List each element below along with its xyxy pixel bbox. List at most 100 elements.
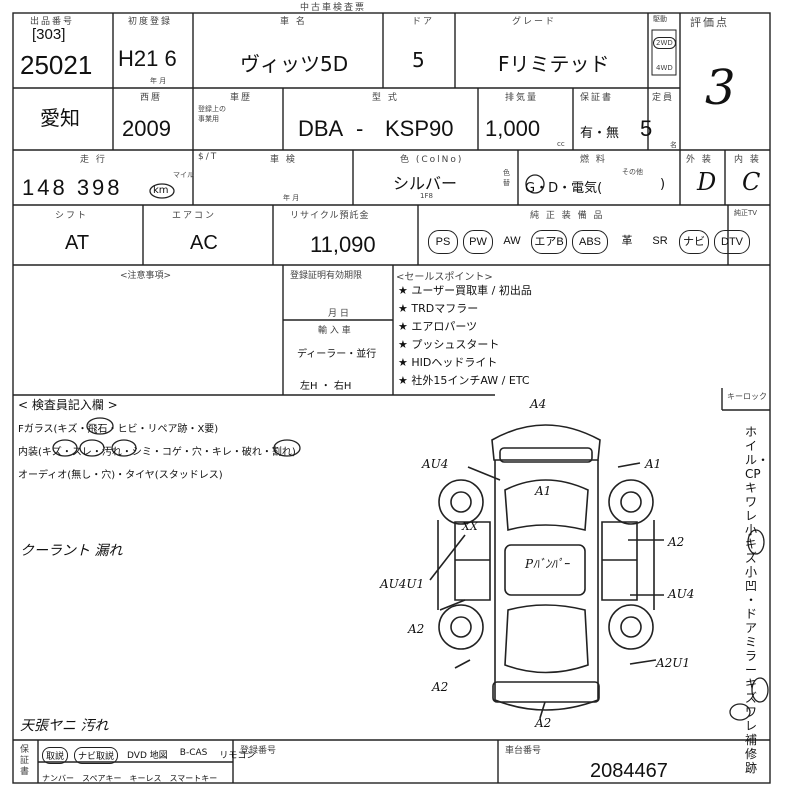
lot-prefix: [303] xyxy=(32,26,66,43)
exterior-label: 外 装 xyxy=(686,155,713,165)
importer: ディーラー・並行 xyxy=(297,349,377,360)
equipment-label: 純 正 装 備 品 xyxy=(530,211,605,221)
displacement: 1,000 xyxy=(485,116,541,141)
exterior: D xyxy=(697,168,717,196)
year-month-unit: 年 月 xyxy=(150,77,167,85)
sales-points: ★ ユーザー買取車 / 初出品★ TRDマフラー★ エアロパーツ★ プッシュスタ… xyxy=(398,282,532,388)
fuel-close: ) xyxy=(660,177,666,192)
model-name-label: 車 名 xyxy=(280,17,307,27)
footer-item: ナビ取説 xyxy=(74,747,119,764)
recycle: 11,090 xyxy=(310,232,376,257)
mileage: 148 398 xyxy=(22,175,123,200)
sales-point: ★ HIDヘッドライト xyxy=(398,356,498,369)
chassis-no: 2084467 xyxy=(590,760,668,782)
seats: 5 xyxy=(640,116,653,141)
recycle-label: リサイクル預託金 xyxy=(290,211,370,221)
drive-4wd: 4WD xyxy=(656,64,673,72)
equipment-item: PW xyxy=(463,230,493,254)
equipment-item: ナビ xyxy=(679,230,709,254)
color: シルバー xyxy=(393,174,458,193)
mark-a2u1: A2U1 xyxy=(656,656,691,670)
equipment-item: ABS xyxy=(572,230,608,254)
equipment-item: AW xyxy=(503,235,521,247)
sales-label: <セールスポイント> xyxy=(396,272,493,283)
equipment-item: エアB xyxy=(531,230,567,254)
mark-a2-right: A2 xyxy=(668,535,685,549)
key-label: キーロック xyxy=(727,392,767,401)
equipment-item: 革 xyxy=(621,235,633,247)
seats-unit: 名 xyxy=(670,141,677,149)
year-label: 西暦 xyxy=(140,93,163,103)
inspection-section-label: < 検査員記入欄 > xyxy=(18,398,118,412)
footer-item: DVD 地図 xyxy=(127,751,168,761)
model-name: ヴィッツ5D xyxy=(240,52,349,76)
footer-items-row1: 取説ナビ取説 DVD 地図 B-CAS リモコン xyxy=(42,744,258,764)
top-note: 中古車検査票 xyxy=(300,3,367,13)
year: 2009 xyxy=(122,116,171,141)
mark-a2-bottom: A2 xyxy=(535,716,552,730)
footer-item: 取説 xyxy=(42,747,69,764)
first-reg-label: 初度登録 xyxy=(128,17,173,27)
hand-circles xyxy=(52,174,769,721)
inspection-ym: 年 月 xyxy=(283,194,300,202)
sales-point: ★ エアロパーツ xyxy=(398,320,478,333)
footer-item: リモコン xyxy=(219,751,256,761)
model-code-label: 型 式 xyxy=(372,93,399,103)
shift: AT xyxy=(65,232,90,254)
mark-a2-left: A2 xyxy=(408,622,425,636)
chassis-note: 登録上の 事業用 xyxy=(198,105,226,123)
car-diagram xyxy=(429,424,664,719)
mark-a1-right: A1 xyxy=(645,457,662,471)
mark-au4-right: AU4 xyxy=(668,587,695,601)
mark-au4-front: AU4 xyxy=(422,457,449,471)
reg-expiry-label: 登録証明有効期限 xyxy=(290,271,363,281)
equipment-item: DTV xyxy=(714,230,750,254)
mileage-label: 走 行 xyxy=(80,155,107,165)
mileage-unit-mile: マイル xyxy=(173,171,194,179)
displacement-label: 排気量 xyxy=(505,93,539,103)
shift-label: シフト xyxy=(55,211,89,221)
aircon-label: エアコン xyxy=(172,211,217,221)
footer-item: スペアキー xyxy=(82,774,122,783)
model-prefix: DBA xyxy=(298,116,344,141)
mark-xx: XX xyxy=(462,520,478,533)
equipment-item: SR xyxy=(652,235,668,247)
roof-note: 天張ヤニ 汚れ xyxy=(20,718,109,734)
sales-point: ★ 社外15インチAW / ETC xyxy=(398,374,530,387)
mark-au4u1: AU4U1 xyxy=(380,577,425,591)
location: 愛知 xyxy=(40,106,80,130)
grade-label: グレード xyxy=(512,17,557,27)
footer-item: スマートキー xyxy=(169,774,218,783)
chassis-label: 車歴 xyxy=(230,93,253,103)
model-dash: - xyxy=(356,116,364,141)
equipment-item: PS xyxy=(428,230,458,254)
color-change-label: 色替 xyxy=(503,169,510,187)
mileage-unit-km: km xyxy=(153,185,169,196)
interior-label: 内 装 xyxy=(734,155,761,165)
aircon: AC xyxy=(190,232,218,254)
diagram-text: Pﾊﾞﾝﾊﾟｰ xyxy=(525,557,570,571)
footer-side-label: 保証書 xyxy=(20,745,30,777)
warranty-label: 保証書 xyxy=(580,93,614,103)
lot-label: 出品番号 xyxy=(30,17,75,27)
interior-line: 内装(キズ・スレ・汚れ・シミ・コゲ・穴・キレ・破れ・割れ) xyxy=(18,447,296,458)
first-reg-value: H21 6 xyxy=(118,46,177,71)
fuel-label: 燃 料 xyxy=(580,155,607,165)
footer-item: キーレス xyxy=(129,774,162,783)
footer-item: ナンバー xyxy=(42,774,74,783)
footer-items-row2: ナンバースペアキーキーレススマートキー xyxy=(42,766,217,785)
warranty: 有・無 xyxy=(580,126,620,141)
meter-label: $/T xyxy=(198,152,219,162)
inspection-label: 車 検 xyxy=(270,155,297,165)
model-code: KSP90 xyxy=(385,116,454,141)
footer-item: B-CAS xyxy=(179,748,208,758)
doors: 5 xyxy=(412,48,425,72)
handle: 左H ・ 右H xyxy=(300,381,352,392)
reg-expiry-md: 月 日 xyxy=(328,309,349,319)
glass-line: Fガラス(キズ・飛石・ヒビ・リペア跡・X要) xyxy=(18,424,219,435)
grade: Fリミテッド xyxy=(498,52,610,76)
seats-label: 定員 xyxy=(652,93,675,103)
